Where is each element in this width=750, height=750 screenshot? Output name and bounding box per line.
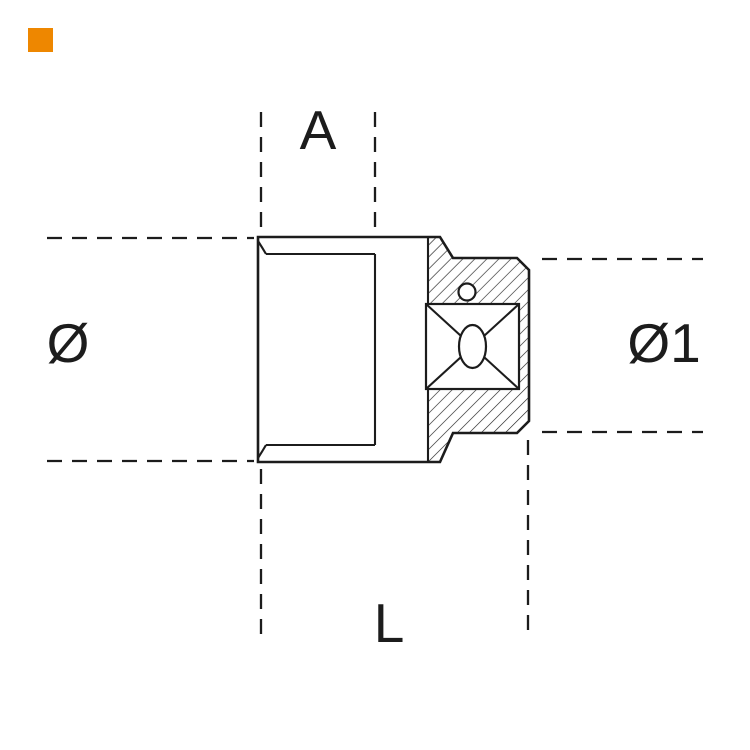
drive-ball-hole: [457, 323, 488, 370]
dimension-label-a: A: [300, 99, 337, 161]
hex-entry-arc-top: [257, 240, 267, 255]
pin-hole: [457, 282, 477, 302]
brand-accent-square: [28, 28, 53, 52]
socket-outline: [256, 235, 531, 464]
hex-entry-arc-bottom: [257, 444, 267, 459]
dimension-label-diameter: Ø: [47, 312, 90, 374]
dimension-label-length: L: [374, 592, 405, 654]
dimension-label-diameter1: Ø1: [627, 312, 700, 374]
